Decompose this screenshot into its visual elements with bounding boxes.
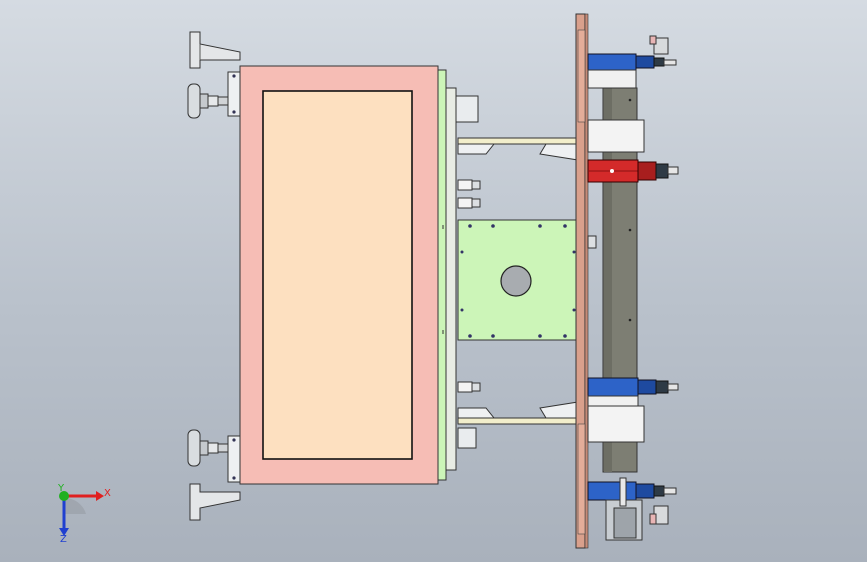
peach-panel: [262, 90, 413, 460]
upper-white-block[interactable]: [587, 119, 645, 153]
red-clamp[interactable]: [587, 159, 679, 183]
y-axis-label: Y: [57, 483, 65, 494]
upper-locating-pins[interactable]: [457, 179, 481, 209]
y-axis-dot: [59, 491, 69, 501]
copper-side-pin: [587, 235, 597, 249]
z-axis-label: Z: [60, 534, 67, 545]
middle-blue-clamp[interactable]: [587, 377, 679, 407]
copper-base-plate[interactable]: [575, 13, 589, 549]
green-edge-strip[interactable]: [437, 69, 457, 481]
coordinate-triad[interactable]: X Y Z: [57, 483, 111, 545]
pink-knob: [649, 513, 657, 525]
upper-spacer-block: [455, 95, 479, 123]
bottom-left-bracket[interactable]: [189, 483, 241, 521]
bottom-blue-clamp[interactable]: [587, 477, 677, 541]
pink-knob: [649, 35, 657, 45]
main-frame[interactable]: [239, 65, 439, 485]
lower-locating-pins[interactable]: [457, 381, 481, 393]
top-leveling-foot[interactable]: [187, 71, 241, 119]
lower-crossbar[interactable]: [457, 401, 579, 425]
center-mount-plate[interactable]: [457, 219, 579, 341]
plate-bolt-holes: [460, 224, 576, 338]
x-axis-label: X: [104, 488, 111, 499]
upper-crossbar[interactable]: [457, 137, 579, 161]
lower-white-block[interactable]: [587, 405, 645, 443]
top-blue-clamp[interactable]: [587, 35, 677, 89]
center-bore-hole: [500, 265, 532, 297]
lower-spacer-block: [457, 427, 477, 449]
top-left-bracket[interactable]: [189, 31, 241, 69]
bottom-leveling-foot[interactable]: [187, 429, 241, 483]
